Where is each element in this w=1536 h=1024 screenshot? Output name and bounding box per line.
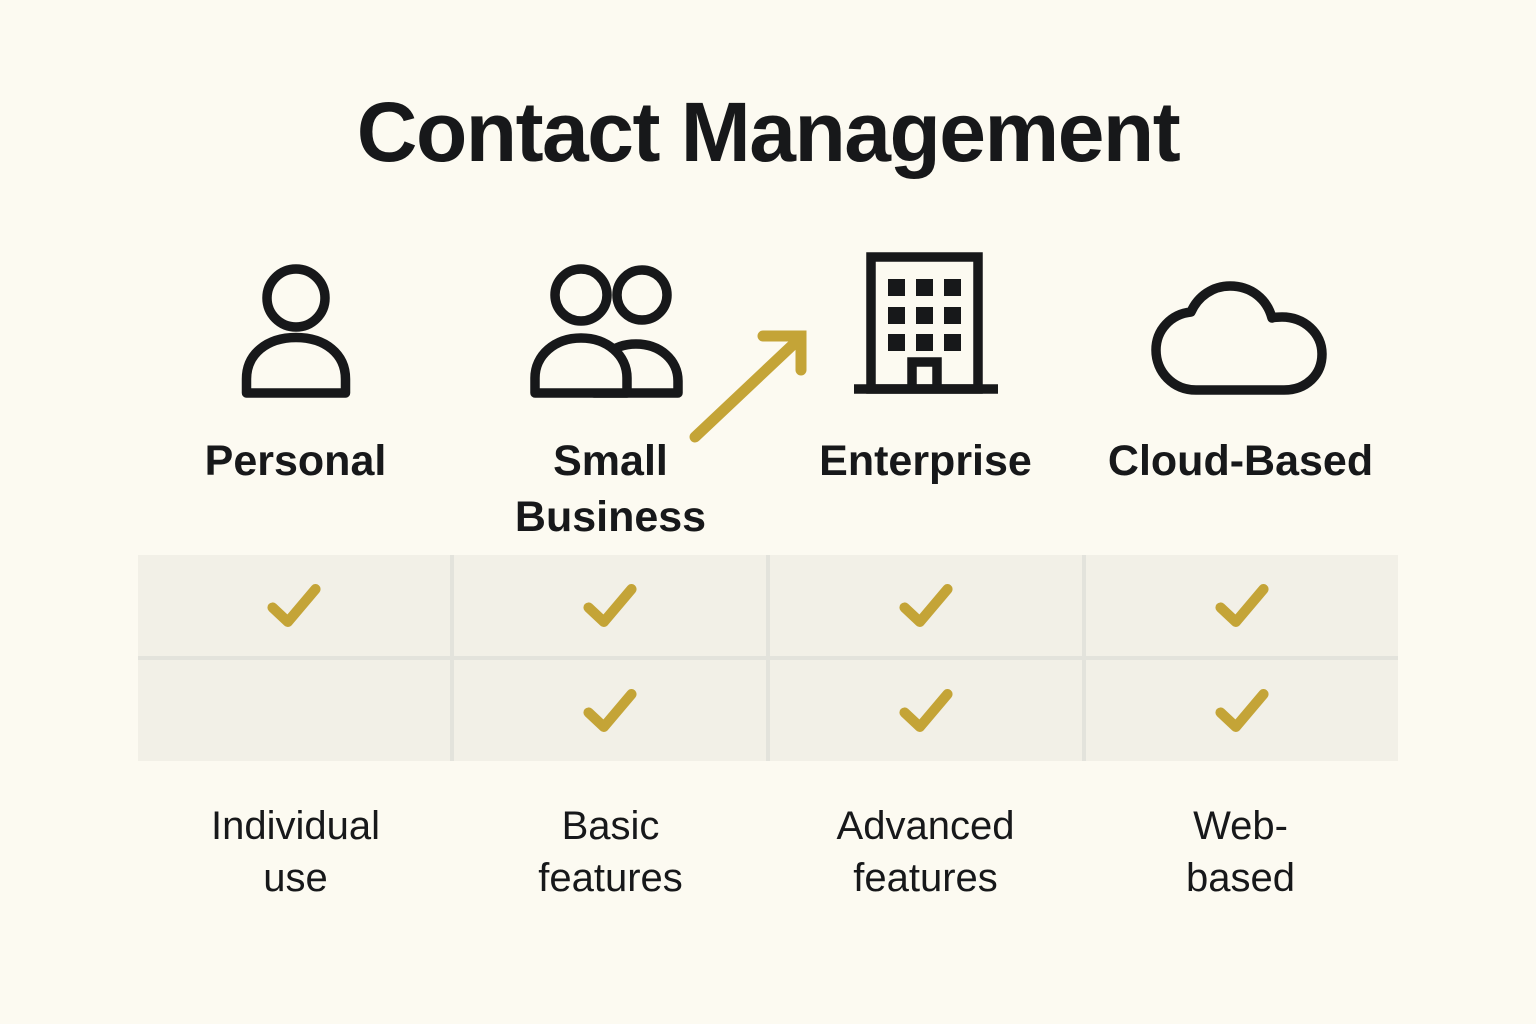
personal-icon-cell (138, 246, 453, 398)
category-label-small-business: Small Business (514, 437, 707, 541)
cloud-based-icon-cell (1083, 246, 1398, 398)
person-icon (241, 264, 350, 398)
description-cloud-based: Web- based (1186, 804, 1295, 900)
category-label-personal: Personal (204, 437, 387, 485)
category-icons-row (138, 246, 1398, 398)
description-small-business: Basic features (538, 804, 683, 900)
people-icon (529, 264, 683, 398)
page-title: Contact Management (356, 85, 1181, 179)
description-personal: Individual use (210, 804, 380, 900)
feature-cell-r1-small-business (454, 555, 766, 656)
checkmark-icon (267, 584, 321, 627)
checkmark-icon (1215, 584, 1269, 627)
description-enterprise: Advanced features (836, 804, 1015, 900)
feature-cell-r1-personal (138, 555, 450, 656)
category-label-cloud-based: Cloud-Based (1107, 437, 1374, 485)
feature-cell-r2-personal (138, 660, 450, 761)
category-label-enterprise: Enterprise (819, 437, 1032, 485)
small-business-icon-cell (453, 246, 768, 398)
feature-cell-r2-cloud-based (1086, 660, 1398, 761)
feature-cell-r1-cloud-based (1086, 555, 1398, 656)
checkmark-icon (1215, 689, 1269, 732)
feature-cell-r1-enterprise (770, 555, 1082, 656)
checkmark-icon (899, 689, 953, 732)
growth-arrow-icon (689, 330, 807, 443)
descriptions-row: Individual use Basic features Advanced f… (138, 800, 1398, 904)
feature-cell-r2-enterprise (770, 660, 1082, 761)
cloud-icon (1150, 281, 1327, 395)
checkmark-icon (583, 689, 637, 732)
checkmark-icon (899, 584, 953, 627)
feature-cell-r2-small-business (454, 660, 766, 761)
enterprise-icon-cell (768, 246, 1083, 398)
checkmark-icon (583, 584, 637, 627)
building-icon (853, 252, 998, 394)
category-labels-row: Personal Small Business Enterprise Cloud… (138, 434, 1398, 546)
feature-table (138, 555, 1398, 761)
